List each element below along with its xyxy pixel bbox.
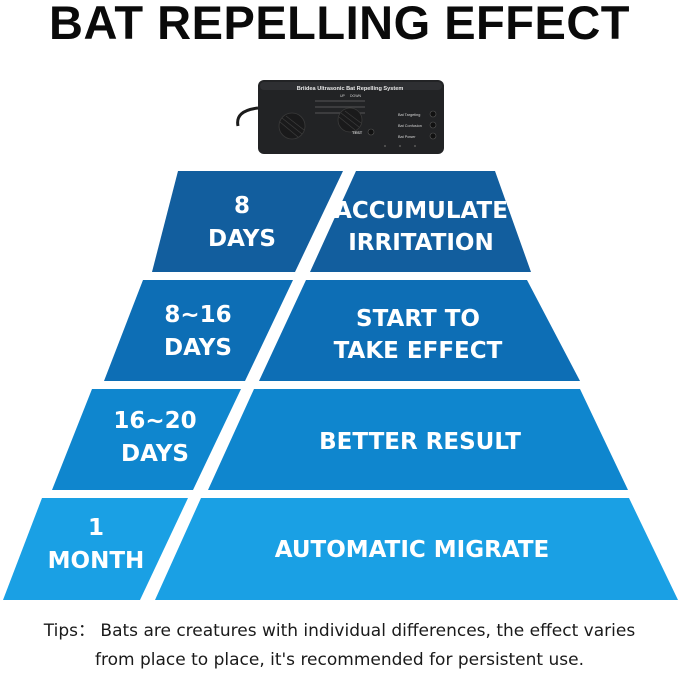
- stage-2-duration-line2: DAYS: [164, 335, 232, 361]
- tips-note: Tips： Bats are creatures with individual…: [0, 617, 679, 675]
- stage-3-effect-panel: [208, 389, 628, 490]
- stage-3-effect-line1: BETTER RESULT: [319, 429, 521, 455]
- stage-2-effect-line2: TAKE EFFECT: [334, 338, 503, 364]
- stage-4-duration-line2: MONTH: [48, 548, 145, 574]
- stage-2-duration-line1: 8~16: [164, 302, 231, 328]
- stage-4-effect-line1: AUTOMATIC MIGRATE: [275, 537, 550, 563]
- tips-line-1: Tips： Bats are creatures with individual…: [43, 621, 636, 641]
- stage-1-effect-line1: ACCUMULATE: [334, 198, 508, 224]
- stage-3-duration-panel: [52, 389, 241, 490]
- device-label-bat-confusion: Bat Confusion: [398, 124, 422, 128]
- stage-4-duration-line1: 1: [88, 515, 104, 541]
- device-speaker-left: [278, 112, 306, 140]
- stage-1-duration-line1: 8: [234, 193, 250, 219]
- device-label-up: UP: [340, 94, 346, 98]
- stage-1-duration-panel: [152, 171, 343, 272]
- device-speaker-right: [337, 107, 363, 133]
- stage-2-effect-panel: [259, 280, 580, 381]
- stage-3-duration-line1: 16~20: [113, 408, 196, 434]
- device-cable: [236, 106, 259, 127]
- device-label-bat-targeting: Bat Targeting: [398, 113, 420, 117]
- stage-4-effect-panel: [155, 498, 678, 600]
- device-label-bat-power: Bat Power: [398, 135, 416, 139]
- device-label-down: DOWN: [350, 94, 362, 98]
- tips-line-2: from place to place, it's recommended fo…: [95, 650, 584, 670]
- stage-3-duration-line2: DAYS: [121, 441, 189, 467]
- stage-4-duration-panel: [3, 498, 188, 600]
- stage-2-duration-panel: [104, 280, 293, 381]
- bat-repeller-device-image: Briidea Ultrasonic Bat Repelling System …: [236, 80, 444, 154]
- device-name: Briidea Ultrasonic Bat Repelling System: [297, 86, 404, 92]
- stage-2-effect-line1: START TO: [356, 306, 480, 332]
- stage-1-duration-line2: DAYS: [208, 226, 276, 252]
- device-label-test: TEST: [352, 130, 363, 135]
- stage-1-effect-line2: IRRITATION: [348, 230, 494, 256]
- device-test-button: [367, 128, 375, 136]
- page-title: BAT REPELLING EFFECT: [49, 0, 630, 49]
- stage-1-effect-panel: [310, 171, 531, 272]
